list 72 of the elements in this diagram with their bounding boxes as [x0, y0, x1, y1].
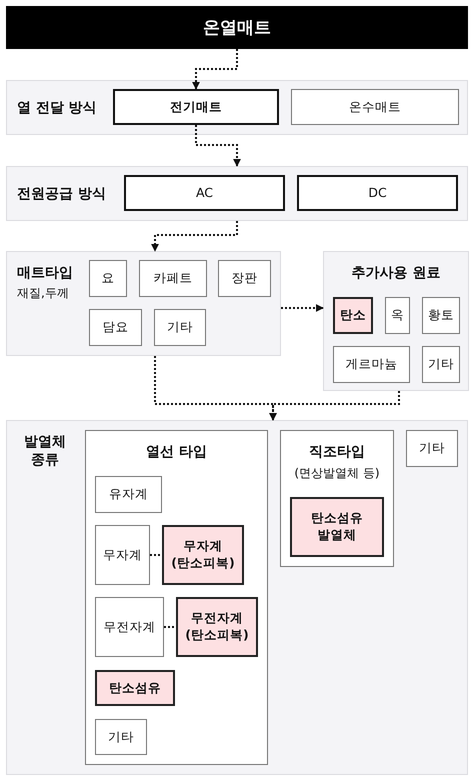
arrow — [195, 125, 241, 167]
option-box — [95, 525, 150, 585]
box-label: 카페트 — [154, 270, 192, 287]
connector-line — [150, 554, 162, 556]
box-label: 기타 — [167, 319, 193, 336]
option-box — [406, 430, 458, 467]
option-box — [162, 525, 244, 585]
arrow — [192, 49, 238, 90]
arrow — [269, 391, 400, 421]
box-label: 담요 — [102, 319, 128, 336]
option-box — [124, 175, 285, 211]
option-box — [422, 346, 460, 383]
box-label: 게르마늄 — [346, 356, 398, 373]
subheading: (면상발열체 등) — [294, 464, 380, 482]
box-label: 기타 — [108, 728, 134, 746]
category-panel — [323, 251, 469, 391]
option-box — [95, 597, 164, 657]
box-label: 옥 — [391, 307, 404, 324]
box-label: 전기매트 — [170, 98, 222, 116]
heading: 전원공급 방식 — [17, 184, 106, 202]
option-box — [333, 346, 410, 383]
box-label: 요 — [102, 270, 114, 287]
option-box — [176, 597, 258, 657]
option-box — [154, 309, 206, 346]
heading: 직조타입 — [309, 443, 365, 462]
option-box — [89, 260, 127, 297]
box-label: 황토 — [428, 307, 454, 324]
category-panel — [6, 166, 468, 221]
option-box — [139, 260, 207, 297]
option-box — [333, 297, 373, 334]
box-label: DC — [368, 184, 387, 202]
option-box — [218, 260, 271, 297]
box-label: 장판 — [232, 270, 258, 287]
group-box — [280, 430, 394, 567]
arrow — [281, 304, 324, 312]
box-label: 온열매트 — [203, 17, 271, 39]
connector-line — [164, 626, 176, 628]
box-label: 탄소섬유 발열체 — [310, 510, 364, 544]
arrow — [151, 221, 238, 252]
category-panel — [6, 420, 468, 775]
option-box — [113, 89, 279, 125]
arrow — [154, 356, 277, 421]
box-label: 무자계 (탄소피복) — [170, 538, 236, 572]
heading: 매트타입 — [17, 264, 73, 282]
group-box — [85, 430, 268, 765]
box-label: 탄소섬유 — [109, 680, 161, 696]
option-box — [290, 497, 384, 557]
box-label: 유자계 — [109, 486, 148, 503]
option-box — [95, 719, 147, 755]
option-box — [297, 175, 458, 211]
option-box — [95, 476, 162, 513]
heading: 발열체 종류 — [23, 433, 67, 469]
box-label: 기타 — [428, 356, 454, 373]
box-label: AC — [196, 184, 214, 202]
box-label: 온수매트 — [349, 98, 401, 116]
box-label: 기타 — [419, 440, 445, 457]
heading: 열선 타입 — [146, 443, 207, 462]
option-box — [385, 297, 410, 334]
subheading: 재질,두께 — [17, 285, 69, 302]
box-label: 무전자계 (탄소피복) — [184, 610, 250, 644]
box-label: 무자계 — [103, 546, 142, 564]
option-box — [95, 670, 175, 706]
heading: 추가사용 원료 — [352, 264, 440, 282]
box-label: 탄소 — [340, 307, 366, 324]
category-panel — [6, 251, 281, 356]
option-box — [89, 309, 142, 346]
box-label: 무전자계 — [104, 618, 156, 636]
category-panel — [6, 80, 468, 135]
title-bar — [6, 6, 468, 49]
option-box — [291, 89, 459, 125]
heading: 열 전달 방식 — [17, 98, 97, 116]
option-box — [422, 297, 460, 334]
